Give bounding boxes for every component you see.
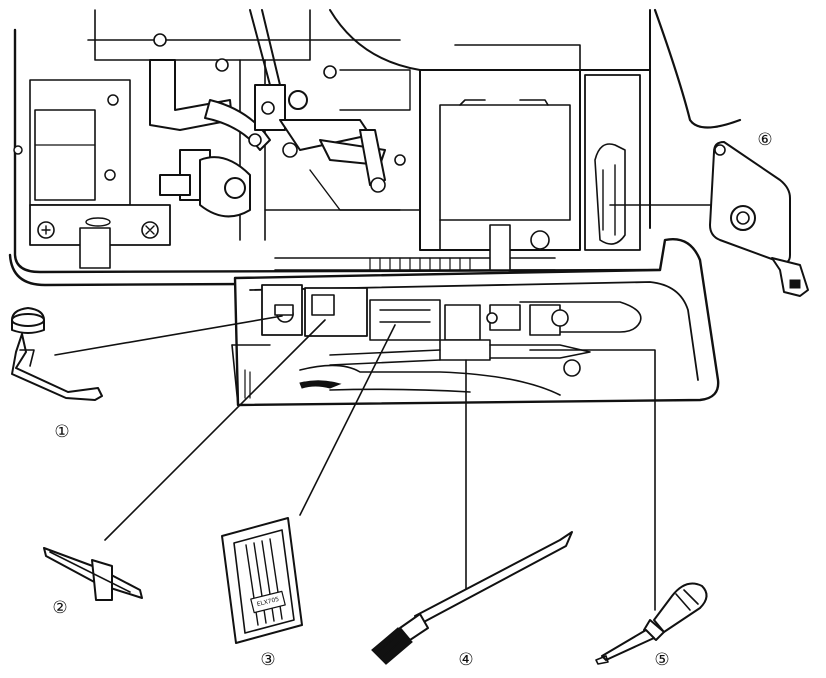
callout-3: ③ — [260, 650, 275, 670]
accessory-2-threader — [43, 547, 143, 601]
machine-body — [8, 8, 742, 287]
callout-2: ② — [52, 598, 67, 618]
leader-line-3 — [299, 324, 396, 516]
callout-4: ④ — [458, 650, 473, 670]
accessory-6-cover-plate — [709, 141, 809, 297]
callout-6: ⑥ — [757, 130, 772, 150]
leader-lines — [54, 204, 713, 611]
accessory-1-presser-foot — [11, 307, 103, 401]
accessory-4-brush — [371, 531, 573, 665]
accessory-tray — [231, 238, 720, 407]
callout-labels: ① ② ③ ④ ⑤ ⑥ — [52, 130, 772, 670]
leader-line-5 — [529, 349, 656, 611]
callout-5: ⑤ — [654, 650, 669, 670]
callout-1: ① — [54, 422, 69, 442]
accessory-3-needle-pack: ELX705 — [221, 517, 303, 644]
leader-line-1 — [54, 315, 283, 356]
accessory-5-screwdriver — [595, 582, 708, 665]
leader-line-2 — [104, 319, 326, 541]
